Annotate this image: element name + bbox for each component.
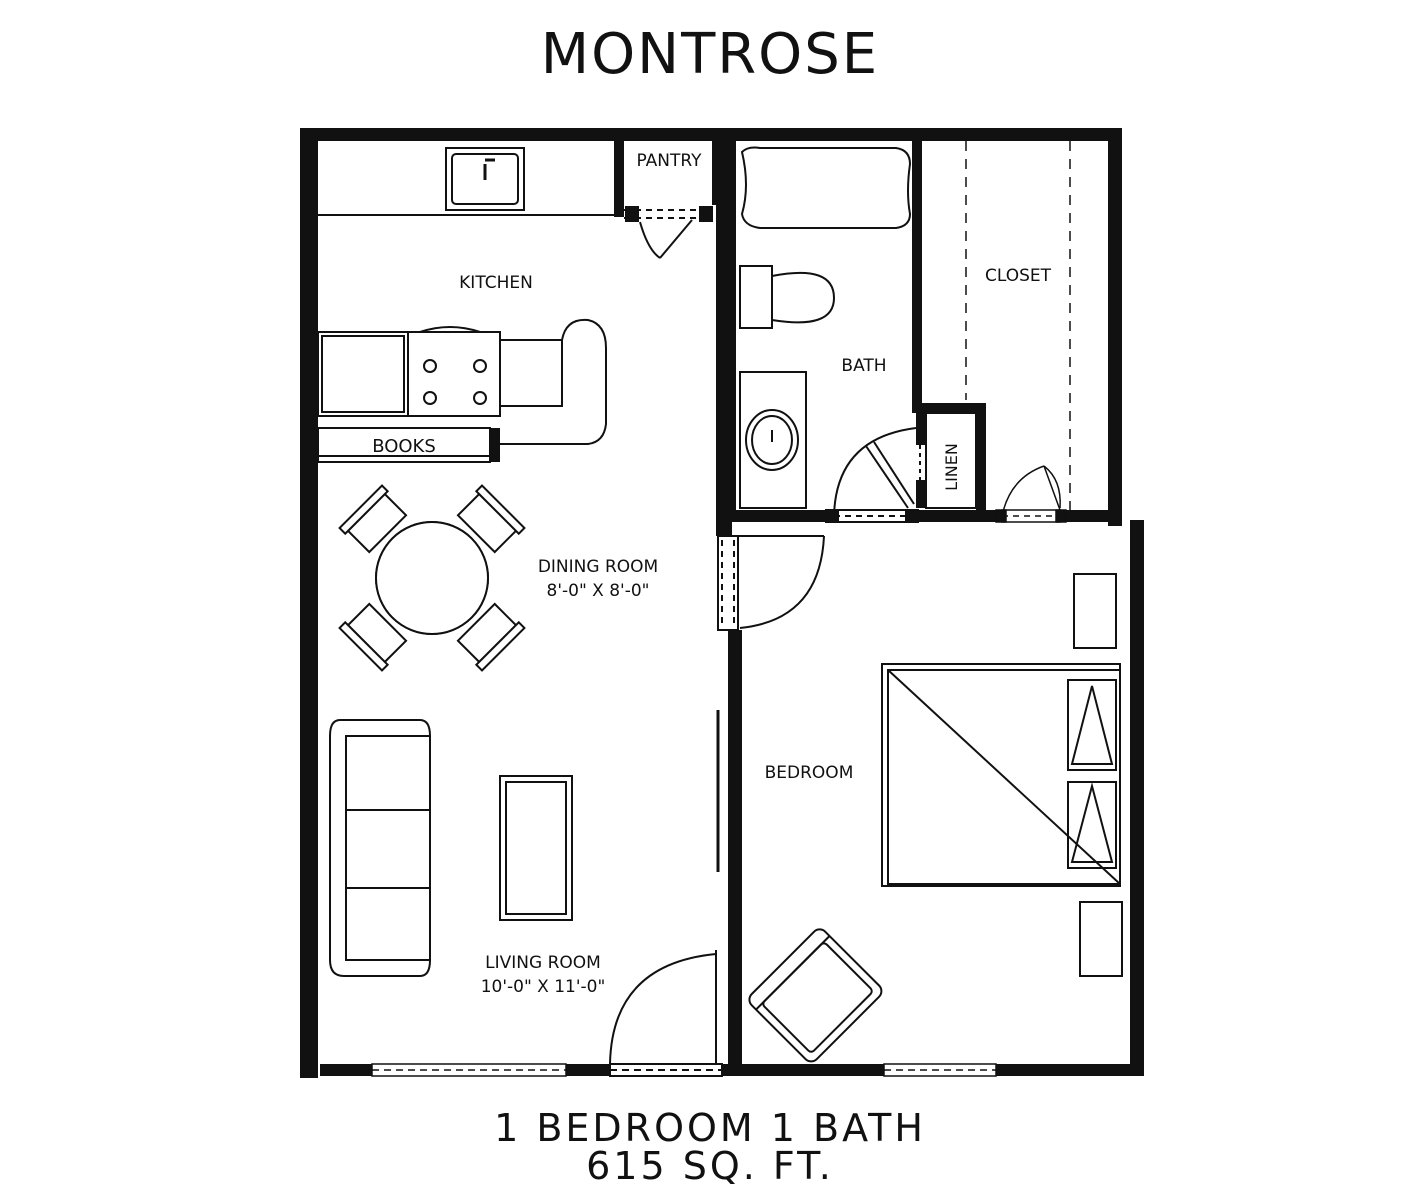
unit-summary-beds-baths: 1 BEDROOM 1 BATH [494, 1106, 926, 1150]
bath-door [825, 427, 919, 523]
bedroom-door [717, 535, 825, 631]
bed [881, 663, 1121, 887]
armchair [748, 928, 883, 1063]
label-books: BOOKS [372, 436, 436, 457]
bathtub [740, 146, 912, 229]
pantry-door [624, 206, 713, 259]
windows [371, 1063, 997, 1077]
label-kitchen: KITCHEN [459, 273, 533, 293]
label-dining-room: DINING ROOM [538, 557, 658, 577]
toilet [739, 265, 836, 329]
label-living-room: LIVING ROOM [485, 953, 601, 973]
label-living-size: 10'-0" X 11'-0" [481, 977, 606, 997]
label-bedroom: BEDROOM [765, 763, 854, 783]
label-bath: BATH [841, 356, 886, 376]
label-linen: LINEN [942, 443, 961, 491]
nightstands [1073, 573, 1123, 977]
walk-in-closet [965, 141, 1071, 523]
linen-closet [919, 412, 977, 509]
room-labels: PANTRY KITCHEN CLOSET BATH BOOKS LINEN D… [372, 151, 1051, 997]
label-dining-size: 8'-0" X 8'-0" [547, 581, 650, 601]
books-shelf [317, 427, 491, 463]
unit-summary-area: 615 SQ. FT. [586, 1144, 834, 1188]
vanity [739, 371, 807, 509]
dining-table [338, 484, 526, 672]
stove-and-cabinets [317, 318, 607, 445]
kitchen-counter [318, 147, 614, 216]
sofa [329, 719, 431, 977]
coffee-table [499, 775, 573, 921]
plan-title: MONTROSE [540, 22, 880, 87]
exterior-walls [300, 128, 1144, 1078]
label-pantry: PANTRY [636, 151, 702, 171]
entry-door [609, 950, 723, 1077]
interior-walls [490, 141, 1118, 1070]
label-closet: CLOSET [985, 266, 1052, 286]
